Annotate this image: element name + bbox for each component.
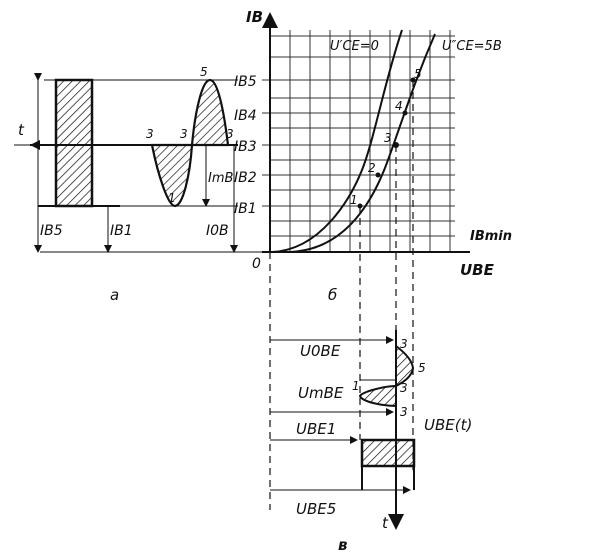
panel-c: t U0BE UmBE UBE1 UBE5 UBE(t) 3 5 1 3 3: [270, 330, 472, 532]
t-axis-label-bottom: t: [382, 514, 389, 532]
t-axis-label: t: [18, 121, 25, 139]
point-4-label: 4: [395, 99, 403, 113]
ib-min-label: IBmin: [470, 229, 512, 244]
panel-label-c: в: [338, 536, 348, 554]
point-2-label: 2: [368, 161, 376, 175]
bottom-mark-5: 5: [418, 361, 426, 375]
point-3-label: 3: [384, 131, 392, 145]
ib5-label: IB5: [234, 74, 257, 90]
sine-negative-lobe: [150, 143, 194, 208]
point-1-label: 1: [350, 193, 358, 207]
u0be-label: U0BE: [300, 342, 341, 360]
origin-label: 0: [252, 256, 261, 272]
ib2-label: IB2: [234, 170, 257, 186]
sine-positive-lobe: [190, 78, 230, 147]
ib-axis-label: IB: [246, 8, 263, 26]
point-5-label: 5: [414, 67, 422, 81]
ube1-label: UBE1: [296, 420, 336, 438]
voltage-pulse: [360, 438, 416, 468]
wave-mark-3c: 3: [226, 127, 234, 141]
projection-lines: [269, 80, 414, 510]
wave-mark-1: 1: [168, 191, 176, 205]
pulse-waveform: [54, 78, 94, 208]
voltage-positive-lobe: [395, 343, 415, 388]
curve-uce-0: [271, 29, 403, 253]
panel-a: t 3 3 3 5 1 IB5 IB1 I0B ImB: [14, 65, 262, 253]
wave-mark-3a: 3: [146, 127, 154, 141]
ib3-label: IB3: [234, 139, 257, 155]
panel-label-a: a: [110, 286, 119, 304]
voltage-negative-lobe: [358, 384, 397, 408]
wave-mark-5: 5: [200, 65, 208, 79]
imb-dim-label: ImB: [208, 171, 233, 186]
ib1-dim-label: IB1: [110, 223, 133, 239]
bottom-mark-3a: 3: [400, 337, 408, 351]
ib1-label: IB1: [234, 201, 257, 217]
ube5-label: UBE5: [296, 500, 336, 518]
wave-mark-3b: 3: [180, 127, 188, 141]
curve-uce-5: [289, 33, 436, 253]
curve-label-uce5: U″CE=5B: [442, 39, 502, 54]
panel-label-b: б: [328, 286, 337, 304]
ib5-dim-label: IB5: [40, 223, 63, 239]
ube-t-label: UBE(t): [424, 416, 472, 434]
characteristic-grid: [262, 30, 455, 252]
point-4: [402, 110, 408, 116]
point-2: [375, 172, 381, 178]
curve-label-uce0: U′CE=0: [330, 39, 379, 54]
i0b-dim-label: I0B: [206, 223, 229, 239]
bottom-mark-1: 1: [352, 379, 360, 393]
bottom-mark-3c: 3: [400, 405, 408, 419]
bottom-mark-3b: 3: [400, 381, 408, 395]
ube-axis-label: UBE: [460, 261, 495, 279]
ib4-label: IB4: [234, 108, 257, 124]
umbe-label: UmBE: [298, 384, 344, 402]
